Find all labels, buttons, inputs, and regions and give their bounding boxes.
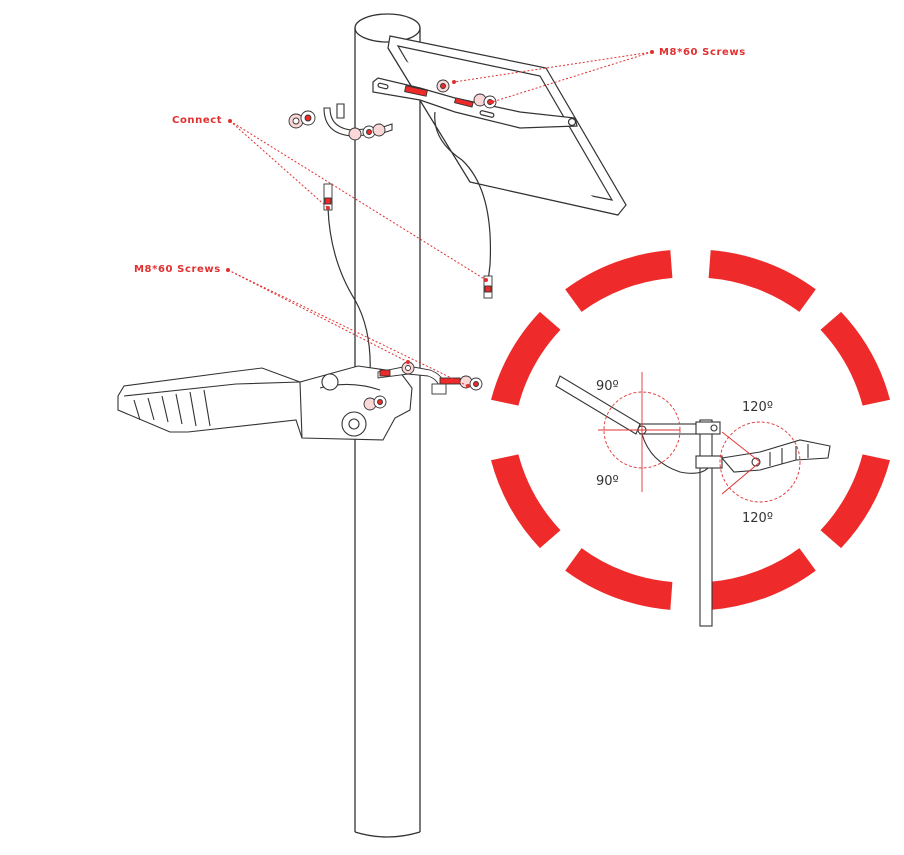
detail-lamp	[695, 439, 831, 473]
detail-panel-arm	[555, 375, 721, 435]
lamp-head	[117, 365, 413, 441]
angle-guides	[598, 372, 801, 503]
detail-cable	[641, 433, 709, 474]
leader-dots	[226, 50, 654, 388]
detail-pole	[699, 419, 713, 627]
leader-lines	[227, 51, 653, 387]
angle-label-lamp-up: 120º	[742, 400, 773, 415]
solar-panel	[387, 35, 627, 216]
cables	[327, 111, 492, 376]
angle-detail-ring	[491, 250, 890, 610]
angle-label-panel-down: 90º	[596, 474, 619, 489]
angle-label-lamp-down: 120º	[742, 511, 773, 526]
label-screws-top: M8*60 Screws	[659, 47, 746, 58]
angle-label-panel-up: 90º	[596, 379, 619, 394]
top-clamp-hardware	[404, 79, 497, 109]
label-connect: Connect	[172, 115, 222, 126]
lower-clamp-hardware	[363, 361, 483, 411]
label-screws-bottom: M8*60 Screws	[134, 264, 221, 275]
upper-clamp-nuts	[288, 110, 386, 141]
cable-connectors	[323, 183, 493, 299]
